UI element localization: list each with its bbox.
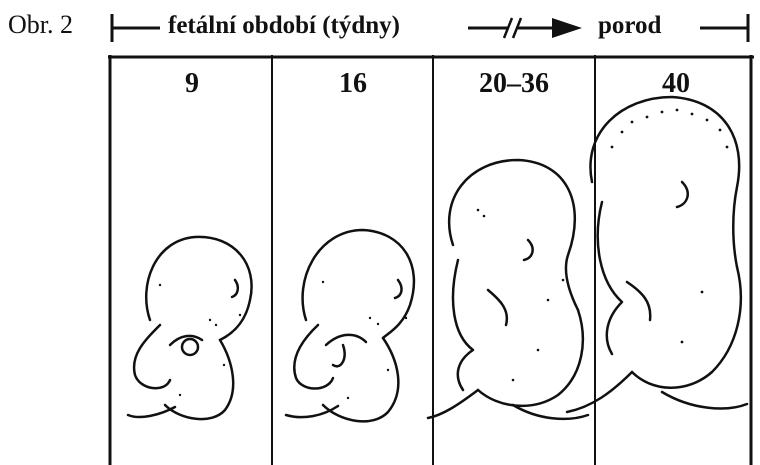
week-label-16: 16 bbox=[273, 68, 433, 100]
birth-label: porod bbox=[598, 12, 661, 40]
fetus-illustration-week-16 bbox=[278, 220, 433, 435]
fetus-illustration-week-9 bbox=[120, 225, 270, 435]
fetal-period-label: fetální období (týdny) bbox=[168, 12, 400, 40]
arrow-head-icon bbox=[552, 18, 582, 38]
week-label-9: 9 bbox=[112, 68, 272, 100]
fetus-illustration-week-40 bbox=[552, 92, 757, 447]
